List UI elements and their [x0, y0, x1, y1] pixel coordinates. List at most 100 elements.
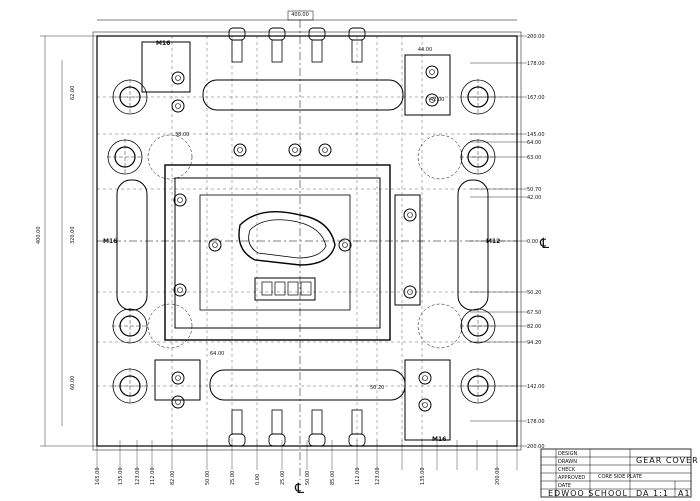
bottom-dim-9: 50.00	[305, 471, 311, 485]
dashed-ring	[417, 134, 463, 180]
right-dim-13: 142.00	[527, 384, 545, 390]
dashed-ring	[417, 303, 463, 349]
small-hole	[208, 238, 222, 252]
bottom-pin-head	[268, 433, 286, 447]
small-hole	[418, 398, 432, 412]
cavity-outer	[164, 164, 391, 341]
rev-row-0: DESIGN	[558, 451, 578, 457]
left-dim-400: 400.00	[36, 227, 42, 245]
rev-row-2: CHECK	[558, 467, 576, 473]
dashed-ring	[147, 134, 193, 180]
top-width-dim: 400.00	[291, 12, 309, 18]
left-dim-62: 62.00	[70, 86, 76, 100]
top-slot	[202, 79, 404, 111]
small-hole	[171, 71, 185, 85]
pocket-bottom-right	[404, 359, 451, 441]
right-dim-11: 82.00	[527, 324, 541, 330]
small-hole	[171, 371, 185, 385]
centerline-symbol-bottom: ℄	[294, 481, 304, 497]
small-hole-center	[407, 212, 413, 218]
right-dim-6: 50.70	[527, 187, 541, 193]
pocket-bottom-left	[154, 359, 201, 401]
drawing-subtitle: CORE SIDE PLATE	[598, 474, 642, 480]
drawing-scale: DA 1:1	[636, 489, 669, 498]
inner-dim-64: 64.00	[210, 351, 224, 357]
right-dim-2: 167.00	[527, 95, 545, 101]
pocket-top-left	[141, 41, 191, 93]
small-hole-center	[342, 242, 348, 248]
right-dim-9: 50.20	[527, 290, 541, 296]
cavity-inner	[174, 177, 381, 329]
bottom-dim-0: 165.00	[95, 468, 101, 486]
small-hole-center	[292, 147, 298, 153]
pocket-right-mid	[394, 194, 421, 306]
right-dim-12: 94.20	[527, 340, 541, 346]
left-dim-60: 60.00	[70, 376, 76, 390]
bottom-dim-4: 82.00	[170, 471, 176, 485]
slot-cell	[300, 281, 312, 296]
school-name: EDWOO SCHOOL	[548, 489, 628, 498]
small-hole-center	[175, 399, 181, 405]
right-dim-10: 67.50	[527, 310, 541, 316]
small-hole-center	[237, 147, 243, 153]
bottom-pin-body	[231, 409, 243, 435]
bottom-dim-1: 135.00	[118, 468, 124, 486]
right-slot	[457, 179, 489, 311]
right-dim-0: 200.00	[527, 34, 545, 40]
label-m16-bottom: M16	[432, 436, 446, 443]
bottom-dim-2: 123.00	[135, 468, 141, 486]
bottom-pin-body	[311, 409, 323, 435]
centerline-symbol-right: ℄	[539, 236, 549, 252]
small-hole-center	[322, 147, 328, 153]
bottom-dim-5: 50.00	[205, 471, 211, 485]
small-hole-center	[177, 287, 183, 293]
small-hole	[171, 395, 185, 409]
right-dim-5: 63.00	[527, 155, 541, 161]
gear-profile	[238, 210, 336, 266]
small-hole-center	[429, 69, 435, 75]
bottom-dim-8: 25.00	[280, 471, 286, 485]
small-hole	[425, 93, 439, 107]
slot-cell	[261, 281, 273, 296]
bottom-dim-14: 200.00	[495, 468, 501, 486]
label-m16-left: M16	[103, 238, 117, 245]
right-dim-8: 0.00	[527, 239, 538, 245]
slot-block	[254, 277, 316, 301]
top-pin-head	[308, 27, 326, 41]
bottom-pin-head	[308, 433, 326, 447]
bottom-dim-7: 0.00	[255, 474, 261, 485]
top-sub-dim: 44.00	[418, 47, 432, 53]
label-m16-top: M16	[156, 40, 170, 47]
small-hole-center	[177, 197, 183, 203]
small-hole	[288, 143, 302, 157]
small-hole-center	[422, 402, 428, 408]
right-dim-3: 145.00	[527, 132, 545, 138]
top-dim-box	[287, 10, 314, 21]
right-dim-7: 42.00	[527, 195, 541, 201]
bottom-pin-head	[228, 433, 246, 447]
small-hole-center	[407, 289, 413, 295]
bottom-pin-body	[271, 409, 283, 435]
top-pin-body	[311, 39, 323, 63]
small-hole-center	[429, 97, 435, 103]
bottom-dim-11: 112.00	[355, 468, 361, 486]
small-hole-center	[175, 75, 181, 81]
small-hole	[318, 143, 332, 157]
small-hole-center	[175, 103, 181, 109]
small-hole-center	[175, 375, 181, 381]
right-dim-14: 178.00	[527, 419, 545, 425]
slot-cell	[274, 281, 286, 296]
drawing-title: GEAR COVER	[636, 456, 699, 465]
top-pin-head	[268, 27, 286, 41]
slot-cell	[287, 281, 299, 296]
bottom-dim-10: 85.00	[330, 471, 336, 485]
small-hole	[338, 238, 352, 252]
dashed-ring	[147, 303, 193, 349]
bottom-dim-12: 123.00	[375, 468, 381, 486]
bottom-dim-3: 112.00	[150, 468, 156, 486]
small-hole	[403, 208, 417, 222]
cavity-core	[199, 194, 351, 311]
small-hole	[173, 283, 187, 297]
sheet-size: A1	[678, 489, 691, 498]
rev-row-3: APPROVED	[558, 475, 585, 481]
